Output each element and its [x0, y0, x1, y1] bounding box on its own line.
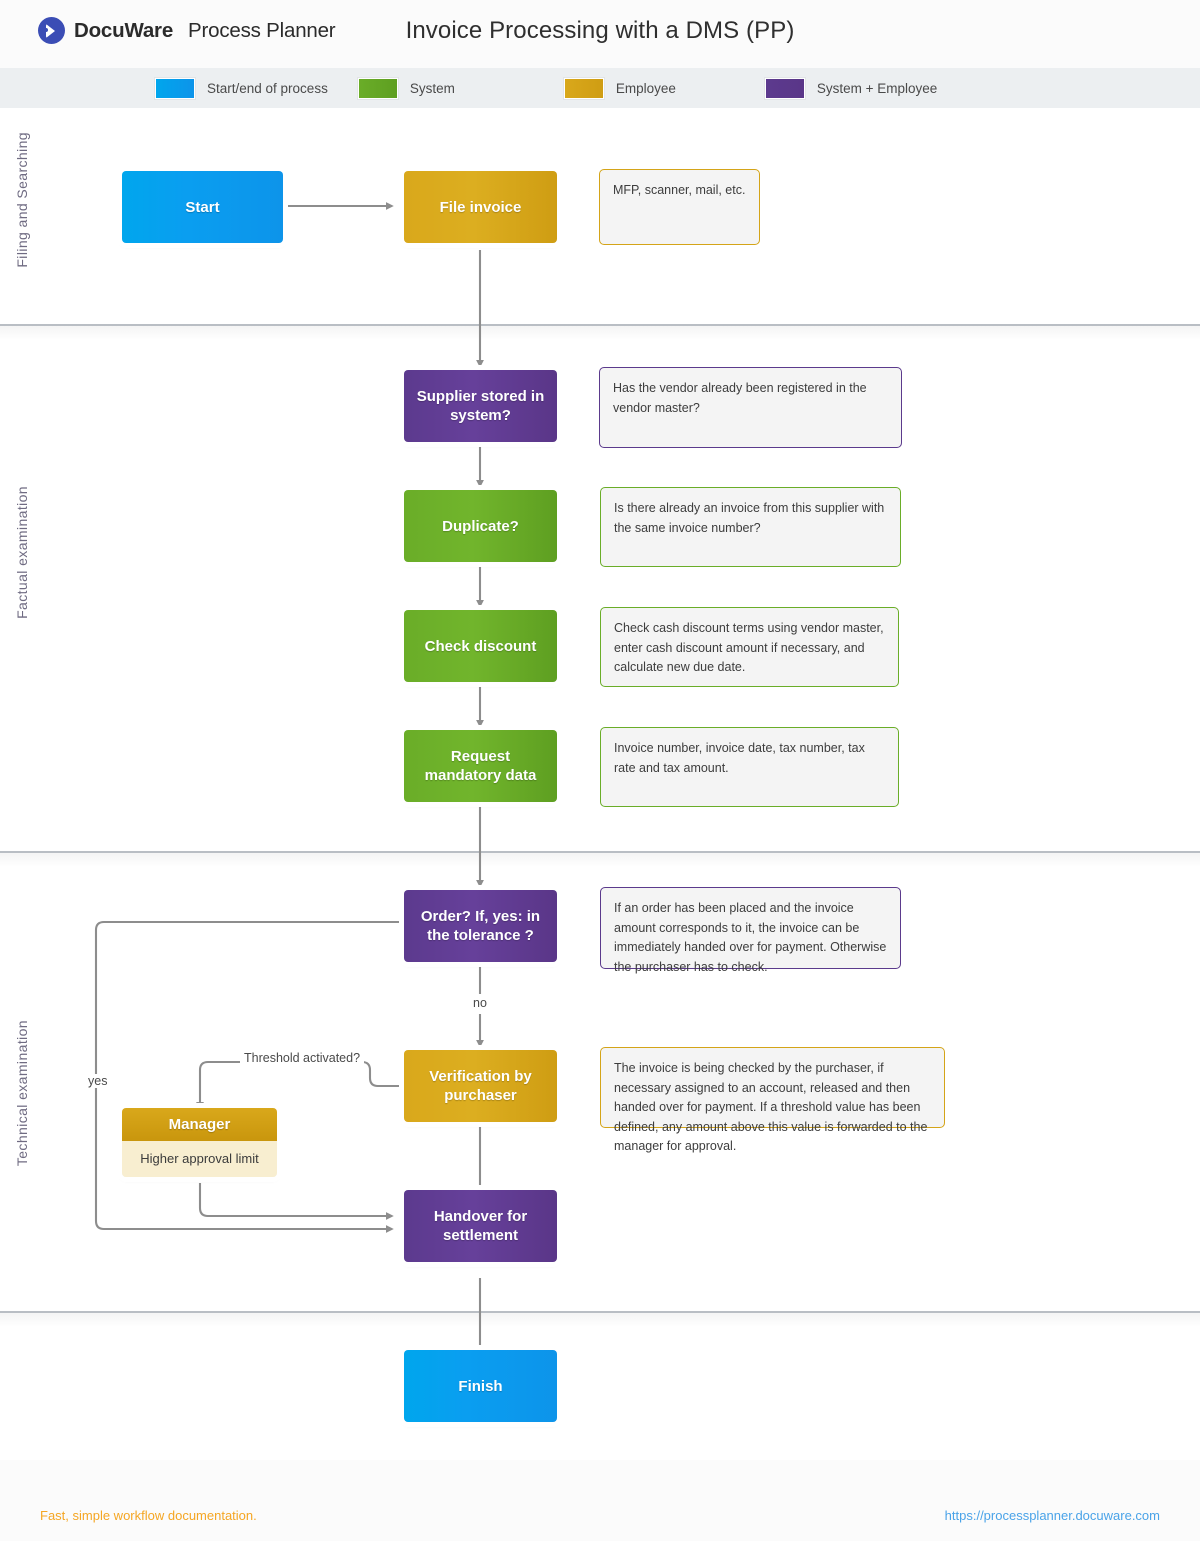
footer-tagline: Fast, simple workflow documentation. [40, 1508, 257, 1523]
node-manager-subtitle: Higher approval limit [122, 1141, 277, 1177]
legend-item-start-end: Start/end of process [155, 77, 328, 99]
note-supplier-stored: Has the vendor already been registered i… [599, 367, 902, 448]
node-duplicate[interactable]: Duplicate? [404, 490, 557, 562]
band-shade-3 [0, 1313, 1200, 1327]
legend-item-system: System [357, 77, 455, 99]
edge-threshold-to-manager [196, 1060, 248, 1110]
app-header: DocuWare Process Planner Invoice Process… [0, 0, 1200, 68]
app-footer: Fast, simple workflow documentation. htt… [0, 1460, 1200, 1541]
legend-item-employee: Employee [563, 77, 676, 99]
legend-swatch-employee [563, 77, 604, 99]
band-divider-1 [0, 324, 1200, 326]
legend-bar: Start/end of process System Employee Sys… [0, 68, 1200, 108]
node-manager-title: Manager [122, 1108, 277, 1141]
footer-url[interactable]: https://processplanner.docuware.com [944, 1508, 1160, 1523]
band-divider-3 [0, 1311, 1200, 1313]
legend-label-start-end: Start/end of process [207, 80, 328, 96]
edge-label-threshold: Threshold activated? [240, 1051, 365, 1065]
edge-label-no: no [469, 996, 491, 1010]
node-file-invoice[interactable]: File invoice [404, 171, 557, 243]
edge-manager-to-handover [198, 1183, 394, 1220]
note-duplicate: Is there already an invoice from this su… [600, 487, 901, 567]
legend-swatch-system-employee [764, 77, 805, 99]
node-supplier-stored[interactable]: Supplier stored in system? [404, 370, 557, 442]
band-shade-1 [0, 326, 1200, 340]
brand: DocuWare Process Planner [38, 17, 336, 44]
edge-order-yes-to-handover [94, 920, 404, 1233]
edge-verification-to-threshold-right [335, 1060, 404, 1088]
node-check-discount[interactable]: Check discount [404, 610, 557, 682]
legend-item-system-employee: System + Employee [764, 77, 938, 99]
brand-name: DocuWare [74, 18, 174, 42]
diagram-canvas: Filing and Searching Factual examination… [0, 108, 1200, 1460]
node-start[interactable]: Start [122, 171, 283, 243]
legend-swatch-start-end [155, 77, 195, 99]
legend-swatch-system [357, 77, 398, 99]
docuware-logo-icon [38, 17, 65, 44]
note-order-tolerance: If an order has been placed and the invo… [600, 887, 901, 974]
band-divider-2 [0, 851, 1200, 853]
node-manager[interactable]: Manager Higher approval limit [122, 1108, 277, 1177]
node-order-tolerance[interactable]: Order? If, yes: in the tolerance ? [404, 890, 557, 962]
note-file-invoice: MFP, scanner, mail, etc. [599, 169, 760, 245]
node-handover-for-settlement[interactable]: Handover for settlement [404, 1190, 557, 1262]
node-verification-by-purchaser[interactable]: Verification by purchaser [404, 1050, 557, 1122]
legend-label-employee: Employee [615, 80, 676, 96]
note-verification-by-purchaser: The invoice is being checked by the purc… [600, 1047, 945, 1153]
page-title: Invoice Processing with a DMS (PP) [405, 17, 795, 44]
node-request-mandatory-data[interactable]: Request mandatory data [404, 730, 557, 802]
band-shade-2 [0, 853, 1200, 867]
legend-label-system-employee: System + Employee [816, 80, 938, 96]
note-check-discount: Check cash discount terms using vendor m… [600, 607, 899, 687]
node-finish[interactable]: Finish [404, 1350, 557, 1422]
brand-product: Process Planner [188, 18, 336, 42]
note-request-mandatory-data: Invoice number, invoice date, tax number… [600, 727, 899, 807]
legend-label-system: System [409, 80, 455, 96]
edge-label-yes: yes [84, 1074, 112, 1088]
